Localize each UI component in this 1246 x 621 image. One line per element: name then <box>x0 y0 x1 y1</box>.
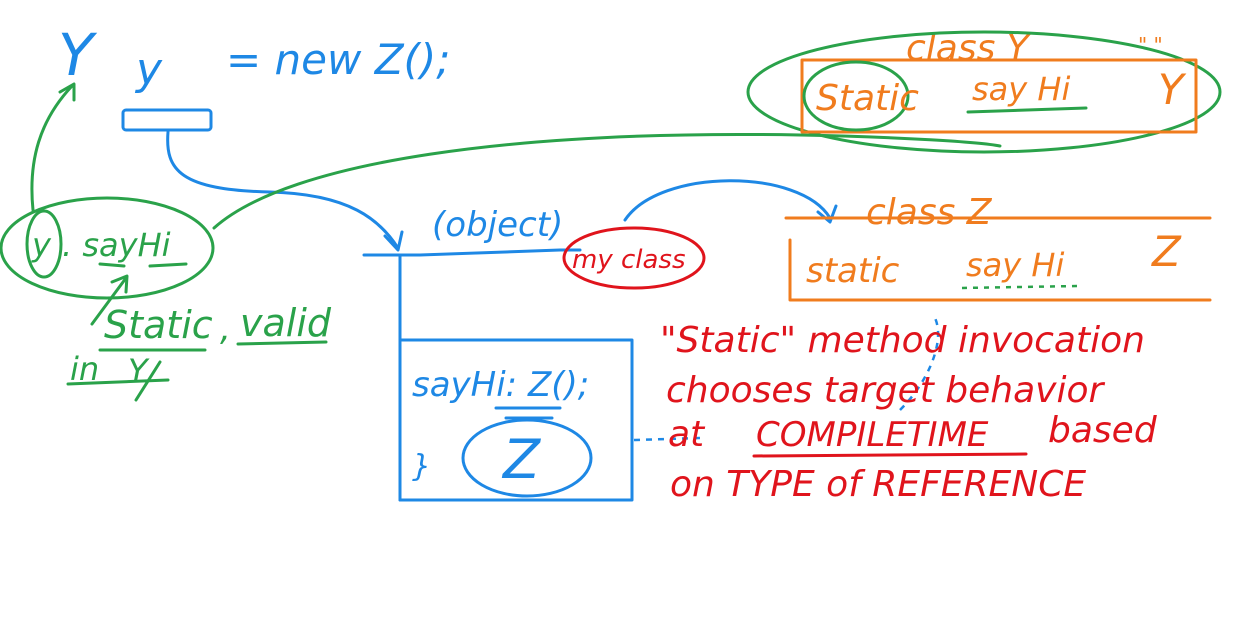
class-z-title: class Z <box>866 192 993 233</box>
class-z-static: static <box>806 251 900 291</box>
class-y-static: Static <box>816 78 919 119</box>
underline <box>98 262 126 268</box>
class-y-letter: Y <box>1158 65 1187 114</box>
note-static: Static <box>104 303 213 347</box>
class-z-method: say Hi <box>966 246 1064 284</box>
class-y-method-underline <box>966 106 1088 114</box>
reference-arrowhead <box>383 230 404 252</box>
class-z-letter: Z <box>1151 227 1182 276</box>
class-y-ellipse <box>746 30 1222 154</box>
note-line-1: "Static" method invocation <box>660 320 1145 361</box>
note-line-3-prefix: at <box>668 414 706 455</box>
type-letter: Y <box>58 21 98 89</box>
myclass: my class <box>562 226 706 290</box>
declaration: Y y = new Z(); <box>58 21 450 132</box>
var-name: y <box>134 44 163 95</box>
reference-box <box>121 108 213 132</box>
note-line-3-suffix: based <box>1048 410 1158 451</box>
inner-box <box>398 338 634 502</box>
object-method: sayHi: Z(); <box>412 365 589 405</box>
note: "Static" method invocation chooses targe… <box>660 320 1158 505</box>
note-line-4: on TYPE of REFERENCE <box>670 464 1086 505</box>
note-arrowhead <box>110 274 129 294</box>
underline-2 <box>148 262 188 268</box>
class-y-quote: " " <box>1138 33 1163 57</box>
note-arrow <box>90 276 128 326</box>
invocation: y . sayHi Static , valid in Y <box>0 82 332 402</box>
class-z-method-underline <box>961 284 1079 290</box>
object-brace: } <box>412 449 431 484</box>
invocation-method: . sayHi <box>62 226 171 264</box>
myclass-arrow <box>623 179 832 222</box>
reference-arrow <box>166 130 400 250</box>
assign-text: = new Z(); <box>226 35 450 84</box>
note-valid: valid <box>240 301 332 345</box>
ref-circle <box>25 209 63 279</box>
z-badge-ring <box>461 418 593 498</box>
invocation-ref: y <box>31 226 52 264</box>
static-link <box>212 132 1002 230</box>
up-arrow <box>30 84 74 212</box>
myclass-label: my class <box>572 245 686 275</box>
object-box: (object) sayHi: Z(); } Z <box>362 205 940 502</box>
z-badge: Z <box>501 428 541 491</box>
note-line-3-key: COMPILETIME <box>756 415 989 455</box>
class-y-box <box>800 58 1198 134</box>
dashed-link-2 <box>899 317 940 411</box>
valid-underline <box>236 340 328 346</box>
object-top-line <box>362 248 582 257</box>
in-underline <box>66 378 170 386</box>
myclass-ellipse <box>562 226 706 290</box>
class-z: class Z static say Hi Z <box>784 192 1212 302</box>
compiletime-underline <box>752 452 1028 458</box>
class-y-static-ring <box>802 60 910 132</box>
up-arrowhead <box>58 82 76 102</box>
class-y-method: say Hi <box>972 70 1070 108</box>
note-comma: , <box>220 309 231 349</box>
class-z-box <box>784 216 1212 302</box>
class-y: class Y " " Static say Hi Y <box>746 28 1222 154</box>
invocation-ellipse <box>0 196 215 300</box>
object-label: (object) <box>432 205 563 245</box>
class-strike <box>134 360 162 402</box>
myclass-arrowhead <box>816 204 838 224</box>
note-line-2: chooses target behavior <box>666 370 1106 411</box>
